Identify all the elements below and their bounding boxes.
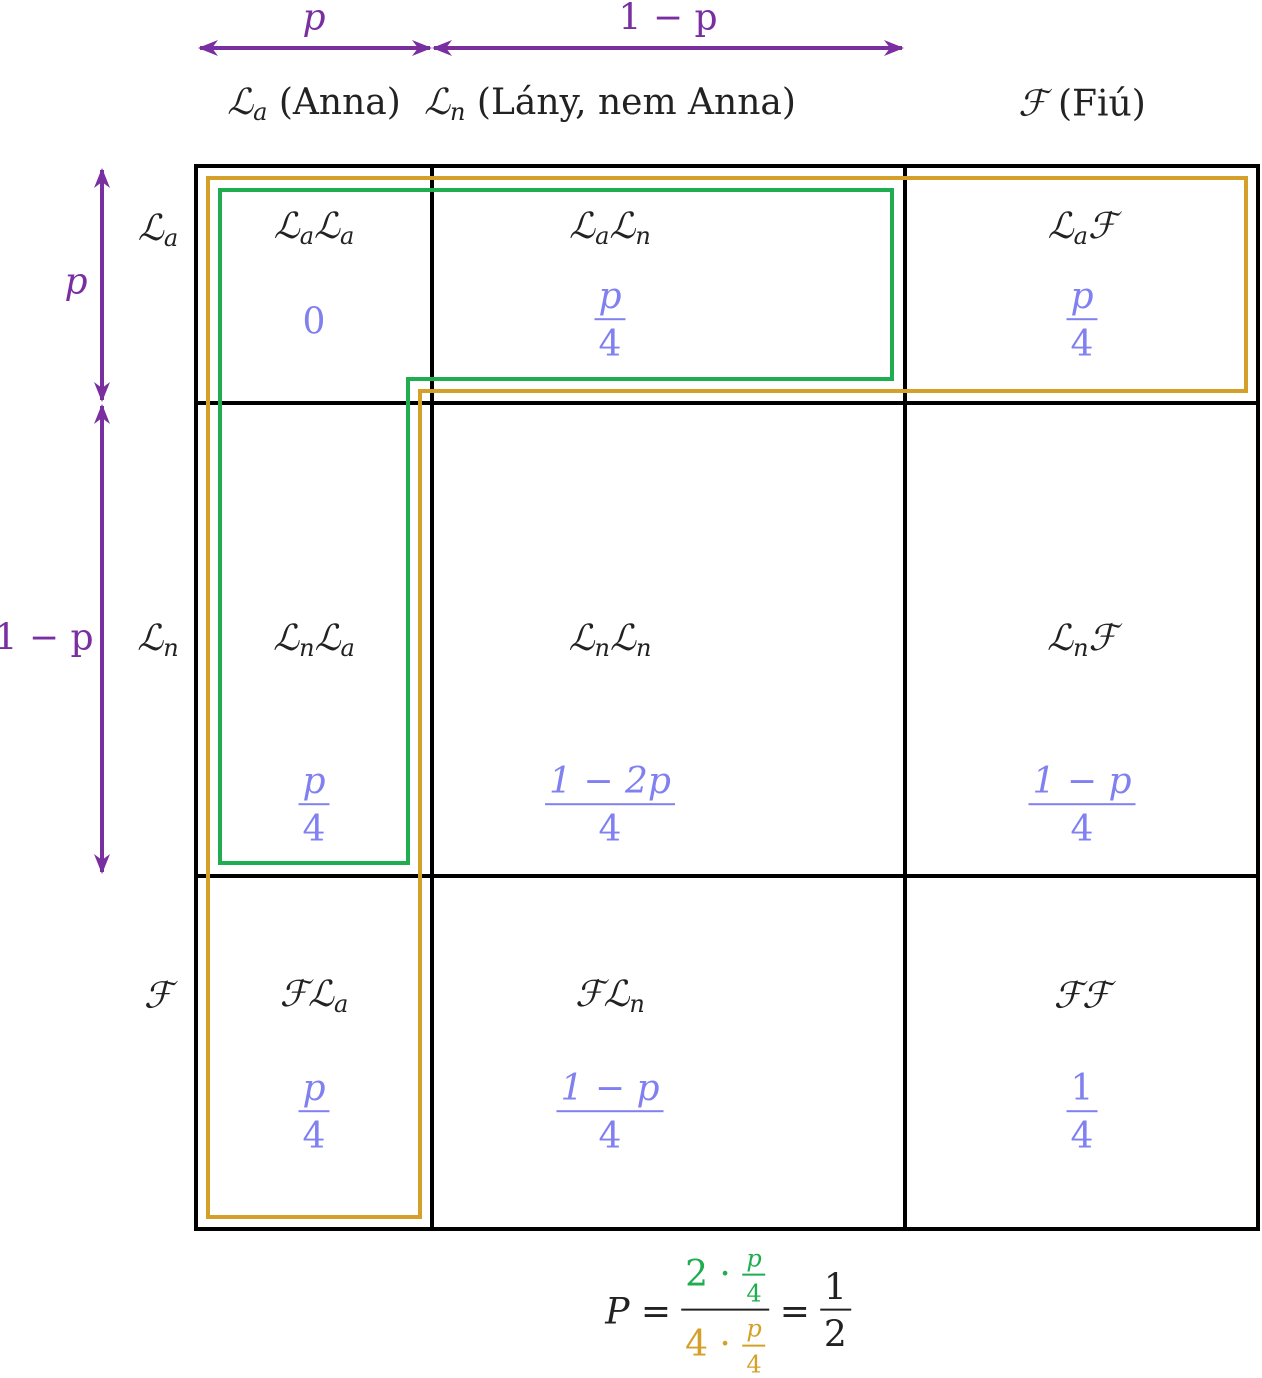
measure-label-left-p: p	[64, 261, 88, 303]
measure-label-left-1mp: 1 − p	[0, 617, 94, 659]
green-region-outline	[218, 188, 894, 865]
cell-label-nn: ℒnℒn	[568, 618, 652, 662]
row-label-fiu: ℱ	[143, 975, 173, 1017]
column-header-anna: ℒa (Anna)	[227, 82, 401, 126]
formula-lhs: P =	[605, 1291, 672, 1333]
cell-label-fn: ℱℒn	[575, 974, 645, 1018]
measure-label-top-1mp: 1 − p	[618, 0, 718, 39]
cell-label-ff: ℱℱ	[1053, 975, 1111, 1017]
cell-label-nf: ℒnℱ	[1047, 618, 1117, 662]
gold-region-outline	[206, 176, 1248, 1219]
cell-label-fa: ℱℒa	[279, 974, 349, 1018]
column-header-fiu: ℱ (Fiú)	[1018, 83, 1146, 125]
cell-label-af: ℒaℱ	[1047, 206, 1117, 250]
row-label-lany: ℒn	[137, 618, 179, 662]
measure-label-top-p: p	[302, 0, 326, 39]
cell-prob-aa: 0	[302, 301, 326, 343]
grid-border	[194, 164, 1260, 1231]
cell-label-aa: ℒaℒa	[273, 206, 355, 250]
column-header-lany: ℒn (Lány, nem Anna)	[424, 82, 796, 126]
row-label-anna: ℒa	[137, 208, 179, 252]
formula-equals: =	[779, 1291, 810, 1333]
cell-label-an: ℒaℒn	[569, 206, 651, 250]
cell-label-na: ℒnℒa	[273, 618, 355, 662]
